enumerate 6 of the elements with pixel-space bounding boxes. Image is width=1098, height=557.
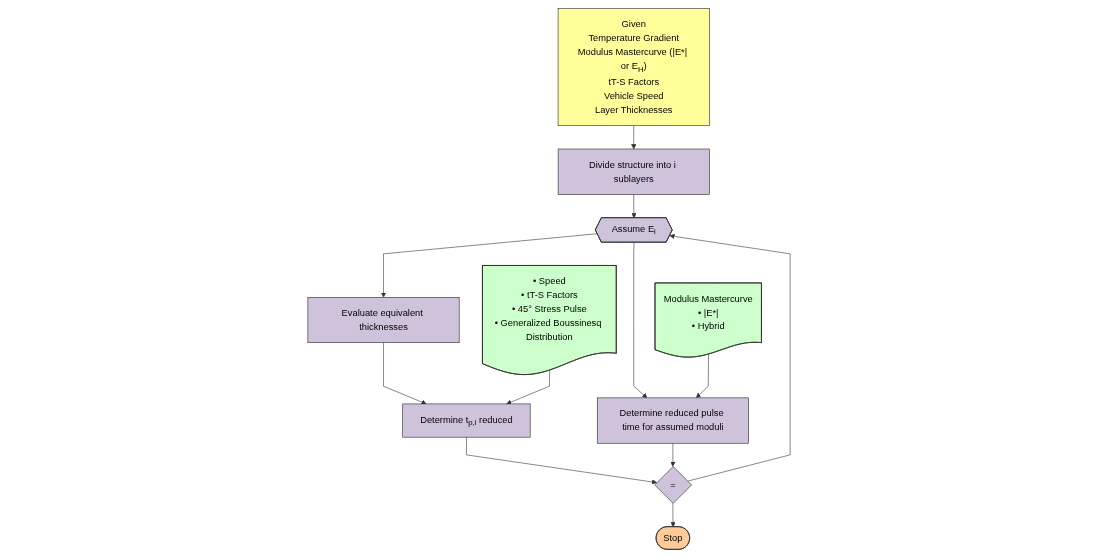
node-box: Determine reduced pulse time for assumed moduli: [596, 397, 749, 444]
node-box: Determine t$_{p,i}$ reduced: [402, 403, 531, 437]
node-box: Given Temperature Gradient Modulus Mastercurve (|E*| or E$_{H}$) tT-S Factors Vehicle Speed Layer Thicknesses: [557, 7, 710, 126]
node-box: Divide structure into i sublayers: [557, 148, 710, 195]
node-box: Evaluate equivalent thicknesses: [307, 296, 460, 343]
node-diamond: =: [654, 465, 692, 504]
